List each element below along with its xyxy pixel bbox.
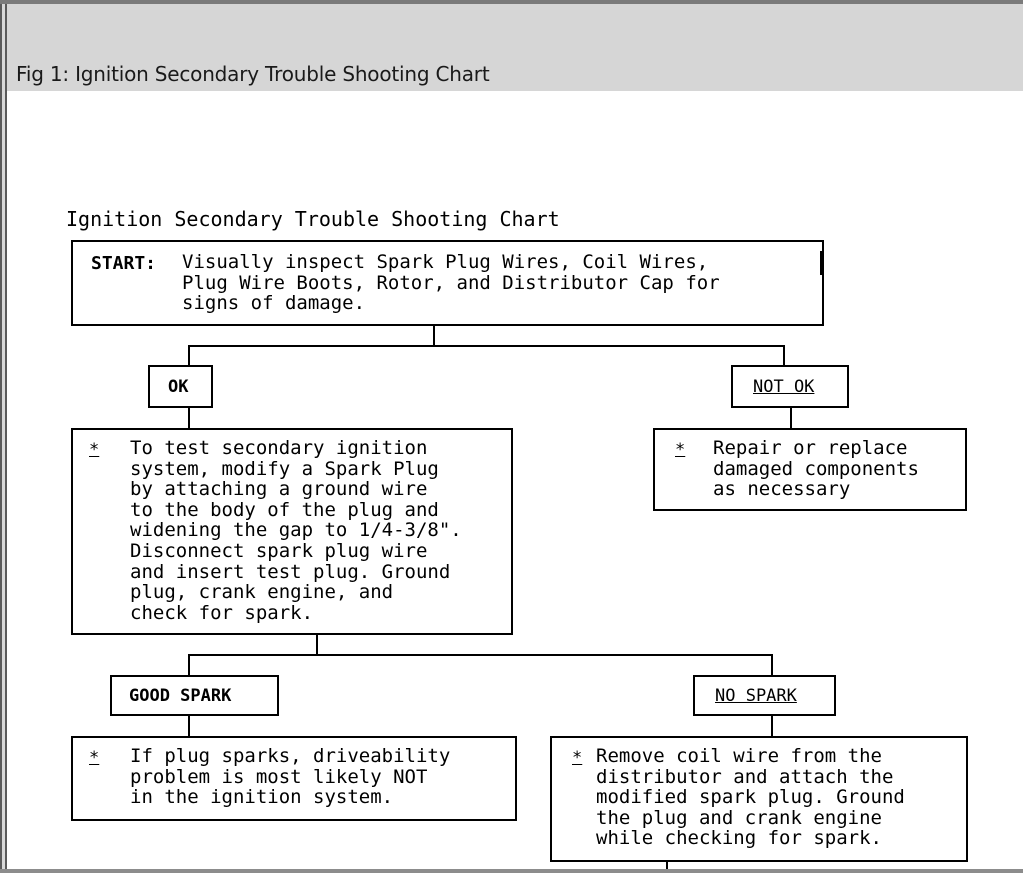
no-spark-box: NO SPARK [693, 675, 836, 716]
figure-content: Ignition Secondary Trouble Shooting Char… [7, 91, 1023, 869]
good-spark-label: GOOD SPARK [129, 686, 232, 706]
connector-start-branch [188, 345, 785, 347]
connector-start-down [433, 326, 435, 346]
window-top-edge [0, 0, 1023, 4]
start-box: START: Visually inspect Spark Plug Wires… [71, 240, 824, 326]
ok-box: OK [148, 365, 213, 408]
no-spark-step-marker: * [572, 748, 583, 768]
repair-marker: * [675, 440, 686, 460]
connector-good-spark-down [188, 716, 190, 736]
connector-ok-down [188, 408, 190, 428]
test-step-marker: * [89, 440, 100, 460]
start-box-edge-mark [820, 251, 822, 275]
connector-not-ok-down [790, 408, 792, 428]
connector-no-spark-down [771, 716, 773, 736]
good-result-box: * If plug sparks, driveability problem i… [71, 736, 517, 821]
connector-test-branch [188, 654, 773, 656]
test-step-box: * To test secondary ignition system, mod… [71, 428, 513, 635]
not-ok-label: NOT OK [753, 377, 815, 397]
figure-title: Fig 1: Ignition Secondary Trouble Shooti… [16, 62, 490, 86]
repair-text: Repair or replace damaged components as … [713, 437, 919, 501]
connector-to-good-spark [188, 654, 190, 675]
good-result-text: If plug sparks, driveability problem is … [130, 745, 451, 809]
no-spark-step-box: * Remove coil wire from the distributor … [550, 736, 968, 862]
connector-to-not-ok [783, 345, 785, 365]
repair-box: * Repair or replace damaged components a… [653, 428, 967, 511]
no-spark-label: NO SPARK [715, 686, 797, 706]
figure-header: Fig 1: Ignition Secondary Trouble Shooti… [7, 4, 1023, 91]
diagram-title: Ignition Secondary Trouble Shooting Char… [66, 207, 560, 231]
connector-to-no-spark [771, 654, 773, 675]
window-bottom-edge [0, 869, 1023, 873]
window-left-edge [0, 4, 7, 869]
test-step-text: To test secondary ignition system, modif… [130, 437, 462, 624]
connector-no-spark-continue [666, 862, 668, 869]
start-label: START: [91, 253, 157, 274]
ok-label: OK [168, 377, 189, 397]
connector-test-down [316, 635, 318, 655]
start-text: Visually inspect Spark Plug Wires, Coil … [182, 251, 720, 315]
good-result-marker: * [89, 748, 100, 768]
not-ok-box: NOT OK [731, 365, 849, 408]
good-spark-box: GOOD SPARK [110, 675, 279, 716]
connector-to-ok [188, 345, 190, 365]
no-spark-step-text: Remove coil wire from the distributor an… [596, 745, 905, 850]
